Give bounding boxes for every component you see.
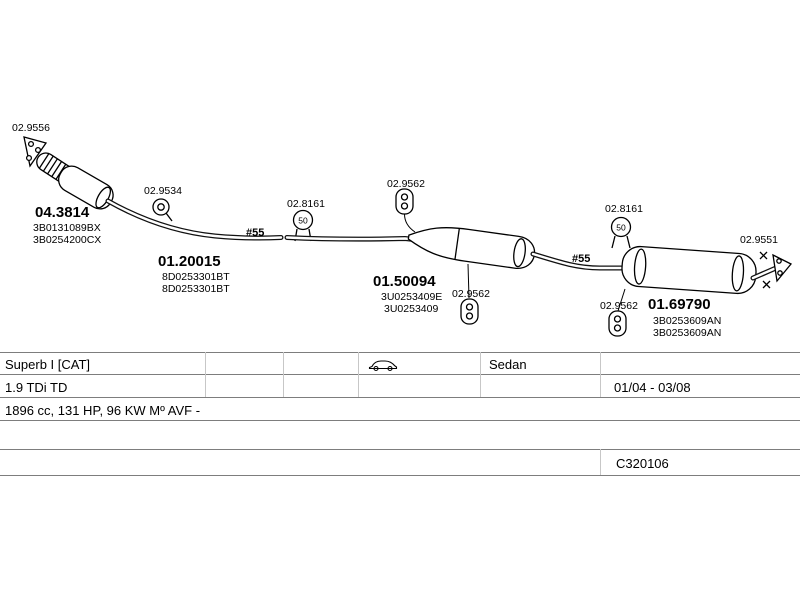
cat-oem-2: 3B0254200CX: [33, 234, 101, 246]
rear-muffler-icon: [621, 245, 757, 295]
front-flange-icon: [23, 136, 48, 168]
connecting-pipe-diameter: #55: [572, 253, 590, 265]
table-border: [0, 352, 800, 353]
column-divider: [480, 352, 481, 397]
centre-muffler-part-number[interactable]: 01.50094: [373, 273, 436, 290]
mount-rear-label: 02.9562: [600, 300, 638, 312]
clamp-front-size: 50: [298, 216, 308, 226]
centre-muffler-oem-1: 3U0253409E: [381, 291, 442, 303]
table-border: [0, 397, 800, 398]
clamp-rear-size: 50: [616, 223, 626, 233]
table-border: [0, 475, 800, 476]
clamp-rear-label: 02.8161: [605, 203, 643, 215]
column-divider: [600, 352, 601, 397]
article-code[interactable]: C320106: [616, 456, 669, 471]
sedan-icon: [368, 360, 398, 372]
body-type: Sedan: [489, 357, 527, 372]
hanger-label: 02.9534: [144, 185, 182, 197]
centre-muffler-oem-2: 3U0253409: [384, 303, 438, 315]
centre-muffler-icon: [407, 227, 536, 269]
mount-top-label: 02.9562: [387, 178, 425, 190]
column-divider: [283, 352, 284, 397]
cat-oem-1: 3B0131089BX: [33, 222, 101, 234]
clamp-rear-icon: [610, 216, 632, 249]
mount-centre-label: 02.9562: [452, 288, 490, 300]
rear-muffler-oem-1: 3B0253609AN: [653, 315, 721, 327]
cat-part-number[interactable]: 04.3814: [35, 204, 90, 221]
engine-name: 1.9 TDi TD: [5, 380, 68, 395]
column-divider: [600, 449, 601, 475]
table-border: [0, 374, 800, 375]
column-divider: [205, 352, 206, 397]
column-divider: [358, 352, 359, 397]
rear-flange-icon: [759, 251, 793, 289]
front-pipe-part-number[interactable]: 01.20015: [158, 253, 221, 270]
rubber-mount-top-icon: [395, 188, 416, 233]
hanger-icon: [152, 198, 173, 222]
production-period: 01/04 - 03/08: [614, 380, 691, 395]
table-border: [0, 449, 800, 450]
rear-muffler-part-number[interactable]: 01.69790: [648, 296, 711, 313]
front-pipe-oem-1: 8D0253301BT: [162, 271, 230, 283]
exhaust-system-diagram: 02.9556 04.3814 3B0131089BX 3B0254200CX …: [12, 122, 793, 339]
model-name[interactable]: Superb I [CAT]: [5, 357, 91, 372]
front-pipe-oem-2: 8D0253301BT: [162, 283, 230, 295]
rubber-mount-rear-icon: [608, 288, 627, 337]
front-pipe-diameter: #55: [246, 227, 264, 239]
clamp-front-label: 02.8161: [287, 198, 325, 210]
rear-muffler-oem-2: 3B0253609AN: [653, 327, 721, 339]
table-border: [0, 420, 800, 421]
engine-spec: 1896 cc, 131 HP, 96 KW Mº AVF -: [5, 403, 201, 418]
front-flange-label: 02.9556: [12, 122, 50, 134]
rubber-mount-centre-icon: [460, 263, 479, 325]
rear-flange-label: 02.9551: [740, 234, 778, 246]
